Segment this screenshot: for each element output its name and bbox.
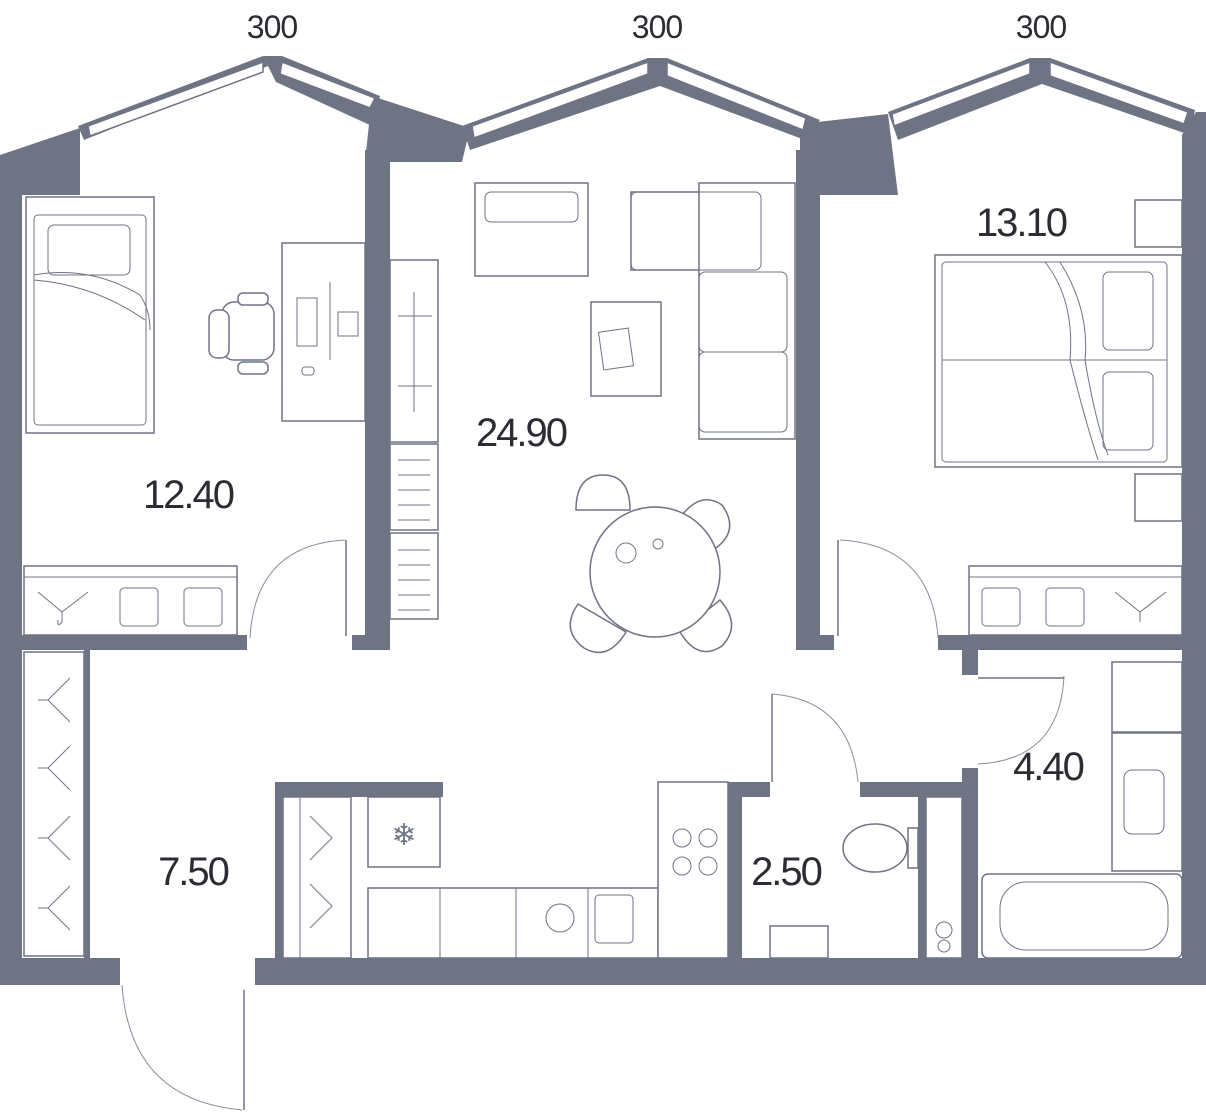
office-chair [208, 292, 275, 375]
desk-left [281, 242, 366, 422]
area-bedroom-left: 12.40 [143, 473, 234, 517]
toilet-icon [842, 823, 908, 873]
closet-small [282, 796, 352, 959]
bathtub-icon [981, 873, 1183, 959]
sink-icon [769, 925, 829, 959]
armchair [474, 182, 589, 277]
hallway-closet [23, 651, 85, 957]
sink-icon [594, 894, 634, 944]
nightstand-top [1134, 199, 1183, 248]
shelving [389, 443, 439, 620]
doors [121, 539, 1065, 1111]
nightstand-bottom [1134, 473, 1183, 522]
sofa [630, 182, 796, 440]
washing-machine-icon [545, 903, 575, 933]
bed-left [25, 196, 155, 434]
windows [87, 60, 1189, 140]
area-living-room: 24.90 [476, 411, 567, 455]
dimension-center: 300 [632, 9, 683, 45]
cooktop-icon [672, 828, 718, 876]
hanger-icon [1114, 591, 1167, 622]
area-toilet: 2.50 [751, 850, 822, 894]
area-bathroom: 4.40 [1013, 745, 1084, 789]
toilet-room [769, 796, 963, 959]
dimension-left: 300 [247, 9, 298, 45]
bathroom [981, 661, 1183, 959]
bed-right [934, 254, 1183, 468]
snowflake-icon: ❄ [391, 818, 416, 853]
wardrobe-left [23, 565, 238, 636]
interior-walls [22, 150, 1206, 958]
area-bedroom-right: 13.10 [976, 201, 1067, 245]
hanger-icon [38, 677, 71, 931]
coffee-table [590, 301, 662, 397]
area-hallway: 7.50 [158, 850, 229, 894]
dining-set [569, 474, 733, 654]
tv-cabinet [389, 259, 439, 443]
exterior-walls [0, 56, 1206, 985]
dimension-right: 300 [1016, 9, 1067, 45]
sink-icon [1123, 769, 1165, 835]
hanger-icon [37, 591, 89, 626]
wardrobe-right [968, 565, 1183, 636]
kitchen: ❄ [367, 781, 729, 959]
